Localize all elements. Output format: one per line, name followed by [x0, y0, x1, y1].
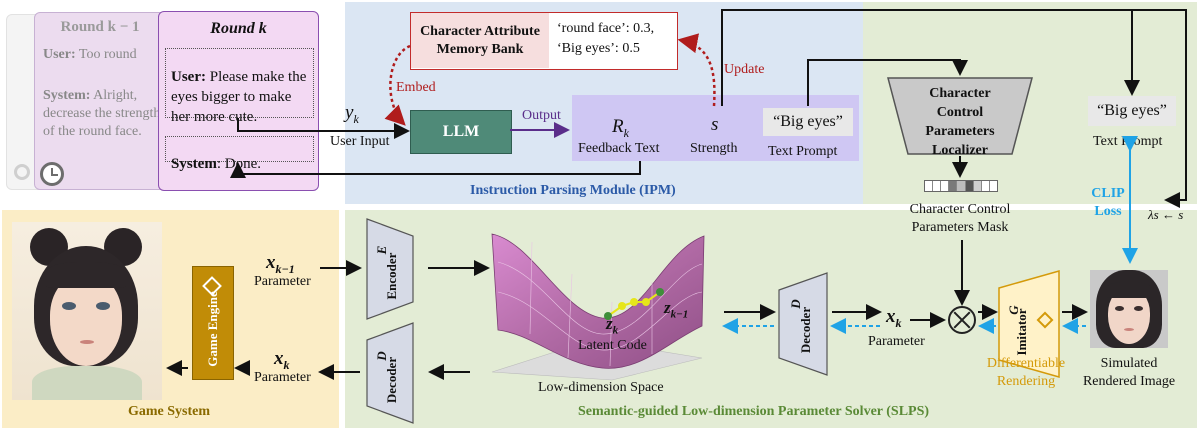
user-input-label: User Input: [330, 134, 390, 149]
embed-arrow: [384, 44, 411, 126]
feedback-arrow: [230, 161, 641, 178]
user-message: User: Please make the eyes bigger to mak…: [165, 48, 314, 125]
mask-multiply-node: [948, 306, 976, 334]
prompt-label: Text Prompt: [768, 144, 838, 159]
round-prev-user-label: User:: [43, 47, 76, 62]
user-input-arrow: [237, 118, 410, 139]
round-prev-clock-icon: [40, 162, 64, 186]
prompt-box: “Big eyes”: [763, 108, 853, 136]
game-param-out-symbol: x: [274, 348, 284, 369]
clip-prompt-value: “Big eyes”: [1097, 102, 1167, 119]
embed-label: Embed: [396, 80, 436, 95]
game-param-out-sub: k: [283, 357, 290, 372]
clip-prompt-box: “Big eyes”: [1088, 96, 1176, 126]
clip-loss-label-2: Loss: [1094, 204, 1122, 219]
user-label: User:: [171, 69, 206, 85]
llm-block: LLM: [410, 110, 512, 154]
game-param-out-label: Parameter: [254, 370, 311, 385]
z-k-sub: k: [612, 324, 619, 337]
localizer-shape: [887, 77, 1033, 155]
memory-content-1: ‘round face’: 0.3,: [557, 21, 655, 36]
mask-label-2: Parameters Mask: [911, 220, 1009, 235]
clip-loss-label-1: CLIP: [1091, 186, 1125, 201]
latent-point: [618, 302, 626, 310]
imitator-shape: [998, 270, 1060, 378]
encoder-shape: [366, 218, 414, 320]
prompt-to-localizer-arrow: [807, 59, 968, 106]
feedback-sub: k: [623, 125, 629, 140]
round-ghost-clock-icon: [14, 164, 30, 180]
character-portrait: [12, 222, 162, 400]
memory-content-2: ‘Big eyes’: 0.5: [557, 41, 640, 56]
llm-label: LLM: [442, 123, 480, 140]
latent-path: [604, 288, 664, 320]
feedback-label: Feedback Text: [578, 141, 660, 156]
diff-label-1: Differentiable: [986, 356, 1066, 371]
round-prev-system-label: System:: [43, 88, 91, 103]
round-k-title: Round k: [210, 20, 267, 37]
mask-label-1: Character Control: [909, 202, 1011, 217]
simulated-image: [1090, 270, 1168, 348]
user-input-sub: k: [353, 111, 359, 126]
z-prev-symbol: z: [664, 298, 671, 317]
system-message: System: Done.: [165, 136, 314, 172]
round-prev-title: Round k − 1: [60, 19, 140, 35]
localizer-title: Character Control Parameters Localizer: [925, 86, 995, 158]
strength-label: Strength: [690, 141, 738, 156]
feedback-symbol: R: [612, 116, 624, 137]
user-input-symbol: y: [345, 102, 354, 123]
diff-label-2: Rendering: [996, 374, 1056, 389]
strength-symbol: s: [711, 114, 719, 135]
update-label: Update: [724, 62, 765, 77]
latent-point: [630, 298, 638, 306]
slps-title: Semantic-guided Low-dimension Parameter …: [578, 404, 930, 419]
strength-loop-arrow: [721, 9, 1187, 208]
round-prev-card: Round k − 1 User: Too round System: Alri…: [34, 12, 166, 190]
game-param-prev-symbol: x: [266, 252, 276, 273]
sim-label-1: Simulated: [1100, 356, 1158, 371]
latent-point: [604, 312, 612, 320]
slps-param-sub: k: [895, 315, 902, 330]
memory-bank: Character Attribute Memory Bank ‘round f…: [410, 12, 678, 70]
update-arrow: [677, 33, 716, 107]
sim-label-2: Rendered Image: [1082, 374, 1176, 389]
z-prev-sub: k−1: [670, 308, 689, 321]
user-text: Please make the eyes bigger to make her …: [171, 69, 307, 125]
ipm-title: Instruction Parsing Module (IPM): [470, 183, 676, 198]
lambda-label: λs ← s: [1148, 207, 1184, 222]
space-label: Low-dimension Space: [538, 380, 664, 395]
memory-bank-title: Character Attribute Memory Bank: [420, 23, 540, 57]
system-label: System: [171, 156, 217, 172]
game-param-prev-label: Parameter: [254, 274, 311, 289]
latent-point: [656, 288, 664, 296]
latent-label: Latent Code: [578, 338, 647, 353]
slps-param-label: Parameter: [868, 334, 925, 349]
prompt-value: “Big eyes”: [773, 113, 843, 130]
round-prev-user-text: Too round: [78, 47, 137, 62]
decoder-right-shape: [778, 272, 828, 376]
latent-surface: [491, 233, 705, 381]
slps-param-symbol: x: [886, 306, 896, 327]
game-title: Game System: [128, 404, 211, 419]
latent-point: [642, 298, 650, 306]
z-k-symbol: z: [606, 314, 613, 333]
decoder-left-shape: [366, 322, 414, 424]
output-label: Output: [522, 108, 561, 123]
game-engine-block: Game Engine: [192, 266, 234, 380]
round-prev-system-text: Alright, decrease the strength of the ro…: [43, 88, 161, 139]
mask-bar: [924, 180, 998, 192]
game-param-prev-sub: k−1: [275, 261, 295, 276]
